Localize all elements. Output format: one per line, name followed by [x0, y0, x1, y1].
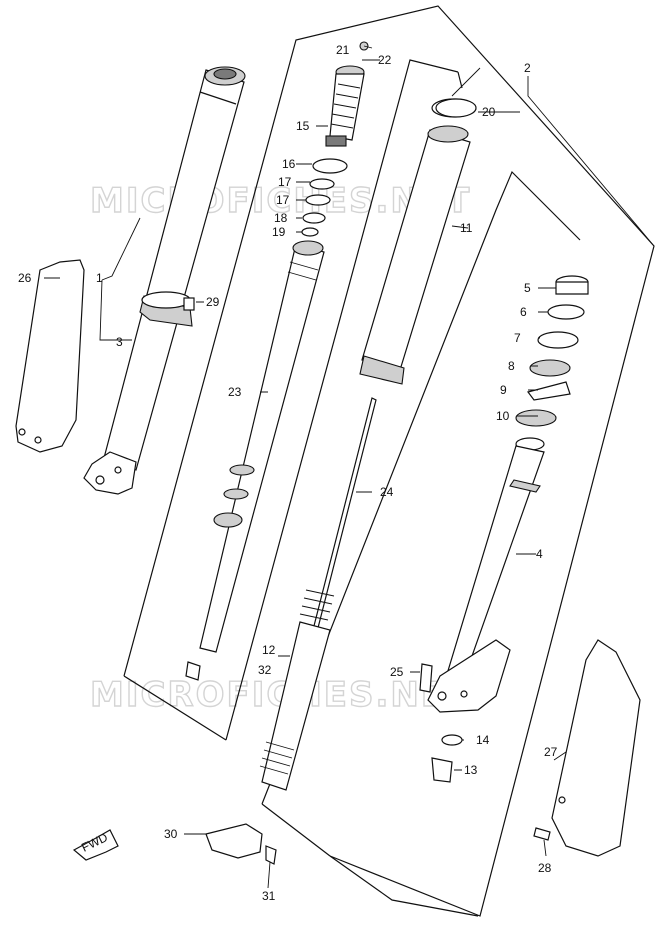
frame-inner-a — [123, 59, 463, 741]
ring-17a — [309, 178, 335, 190]
clamp-30 — [205, 823, 263, 859]
inner-tube — [427, 437, 545, 713]
fork-guard-right — [551, 639, 641, 857]
leader-lines — [44, 45, 655, 889]
callout-18: 18 — [274, 211, 288, 225]
frame-inner-b — [261, 170, 581, 857]
callout-10: 10 — [496, 409, 510, 423]
ring-17b — [305, 194, 331, 206]
callout-30: 30 — [164, 827, 178, 841]
callout-23: 23 — [228, 385, 242, 399]
damper-cartridge — [185, 41, 369, 681]
callout-9: 9 — [500, 383, 507, 397]
callout-19: 19 — [272, 225, 286, 239]
callout-4: 4 — [536, 547, 543, 561]
callout-2: 2 — [524, 61, 531, 75]
outer-tube-assembly — [83, 66, 246, 495]
callout-7: 7 — [514, 331, 521, 345]
callout-3: 3 — [116, 335, 123, 349]
o-ring-20 — [435, 98, 477, 118]
callout-1: 1 — [96, 271, 103, 285]
callout-20: 20 — [482, 105, 496, 119]
frame-inner-c — [329, 855, 479, 917]
callout-12: 12 — [262, 643, 276, 657]
washer-14 — [441, 734, 463, 746]
callout-6: 6 — [520, 305, 527, 319]
callout-24: 24 — [380, 485, 394, 499]
ring-16 — [312, 158, 348, 174]
callout-21: 21 — [336, 43, 350, 57]
callout-5: 5 — [524, 281, 531, 295]
frame-outer — [123, 5, 655, 917]
ring-18 — [302, 212, 326, 224]
bolt-31 — [265, 845, 277, 865]
callout-29: 29 — [206, 295, 220, 309]
fork-guard-left — [15, 259, 85, 453]
callout-32: 32 — [258, 663, 272, 677]
callout-8: 8 — [508, 359, 515, 373]
fork-clamp — [139, 291, 195, 327]
callout-22: 22 — [378, 53, 392, 67]
callout-15: 15 — [296, 119, 310, 133]
bolt-25 — [419, 663, 433, 693]
callout-31: 31 — [262, 889, 276, 903]
callout-16: 16 — [282, 157, 296, 171]
callout-11: 11 — [460, 221, 473, 235]
callout-28: 28 — [538, 861, 552, 875]
callout-14: 14 — [476, 733, 490, 747]
bushings-stack — [515, 275, 589, 427]
fwd-arrow-icon: FWD — [72, 829, 119, 861]
drain-bolt-13 — [431, 757, 453, 783]
callout-13: 13 — [464, 763, 478, 777]
fork-spring — [259, 589, 335, 791]
ring-19 — [301, 227, 319, 237]
bolt-28 — [533, 827, 551, 841]
callout-27: 27 — [544, 745, 558, 759]
callout-25: 25 — [390, 665, 404, 679]
callout-17a: 17 — [278, 175, 292, 189]
callout-26: 26 — [18, 271, 32, 285]
callout-17b: 17 — [276, 193, 290, 207]
outer-tube — [359, 98, 477, 385]
